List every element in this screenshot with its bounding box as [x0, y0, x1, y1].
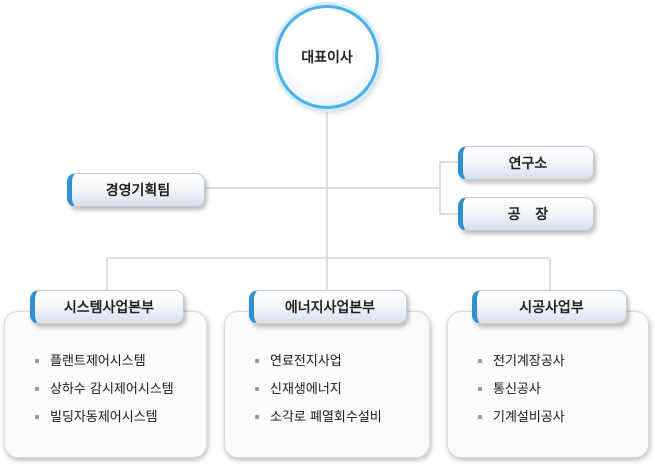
bullet-icon: [478, 414, 482, 419]
division-panel-system: 플랜트제어시스템 상하수 감시제어시스템 빌딩자동제어시스템: [4, 311, 207, 458]
bullet-icon: [255, 414, 259, 419]
list-item: 빌딩자동제어시스템: [35, 404, 174, 432]
factory-label: 공 장: [507, 207, 549, 223]
lab-factory-bracket: [439, 161, 460, 215]
division-header-construction: 시공사업부: [472, 290, 627, 324]
ceo-node: 대표이사: [275, 5, 379, 109]
division-item-list: 전기계장공사 통신공사 기계설비공사: [478, 348, 565, 432]
list-item: 연료전지사업: [255, 348, 382, 376]
list-item-label: 신재생에너지: [270, 382, 342, 397]
bullet-icon: [255, 386, 259, 391]
planning-team-label: 경영기획팀: [105, 183, 171, 199]
list-item-label: 빌딩자동제어시스템: [50, 410, 158, 425]
division-name: 시공사업부: [519, 300, 584, 316]
division-panel-energy: 연료전지사업 신재생에너지 소각로 폐열회수설비: [224, 311, 430, 458]
lab-label: 연구소: [508, 156, 548, 172]
list-item: 신재생에너지: [255, 376, 382, 404]
list-item-label: 소각로 폐열회수설비: [270, 410, 382, 425]
list-item-label: 기계설비공사: [493, 410, 565, 425]
bullet-icon: [478, 358, 482, 363]
list-item-label: 통신공사: [493, 382, 541, 397]
bullet-icon: [478, 386, 482, 391]
division-name: 에너지사업본부: [284, 300, 376, 316]
division-panel-construction: 전기계장공사 통신공사 기계설비공사: [447, 311, 649, 458]
list-item: 기계설비공사: [478, 404, 565, 432]
list-item: 상하수 감시제어시스템: [35, 376, 174, 404]
bullet-icon: [255, 358, 259, 363]
division-name: 시스템사업본부: [63, 300, 155, 316]
list-item: 전기계장공사: [478, 348, 565, 376]
bullet-icon: [35, 386, 39, 391]
planning-team-node: 경영기획팀: [67, 173, 205, 207]
list-item-label: 상하수 감시제어시스템: [50, 382, 174, 397]
list-item-label: 연료전지사업: [270, 354, 342, 369]
list-item-label: 플랜트제어시스템: [50, 354, 146, 369]
division-header-system: 시스템사업본부: [30, 290, 184, 324]
division-item-list: 플랜트제어시스템 상하수 감시제어시스템 빌딩자동제어시스템: [35, 348, 174, 432]
bullet-icon: [35, 358, 39, 363]
factory-node: 공 장: [458, 197, 594, 231]
ceo-label: 대표이사: [301, 50, 353, 66]
division-header-energy: 에너지사업본부: [249, 290, 407, 324]
list-item-label: 전기계장공사: [493, 354, 565, 369]
list-item: 플랜트제어시스템: [35, 348, 174, 376]
list-item: 통신공사: [478, 376, 565, 404]
division-item-list: 연료전지사업 신재생에너지 소각로 폐열회수설비: [255, 348, 382, 432]
list-item: 소각로 폐열회수설비: [255, 404, 382, 432]
lab-node: 연구소: [458, 146, 594, 180]
bullet-icon: [35, 414, 39, 419]
